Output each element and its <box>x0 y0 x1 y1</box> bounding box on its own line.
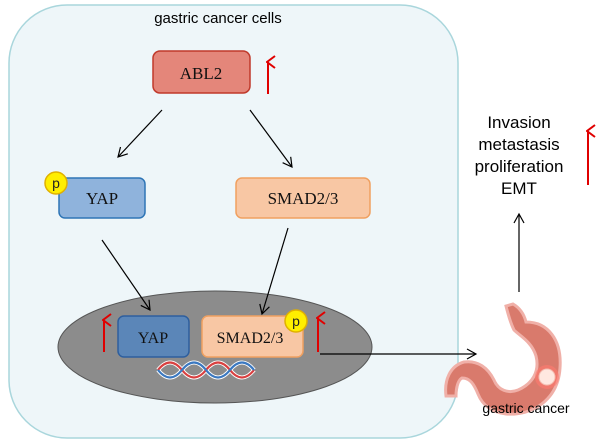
outcome-metastasis: metastasis <box>478 135 559 154</box>
phospho-badge-smad-icon: p <box>284 309 308 333</box>
arrow-abl2-to-smad <box>249 109 293 168</box>
svg-text:p: p <box>52 175 60 191</box>
smad-cytoplasm-label: SMAD2/3 <box>268 189 339 208</box>
yap-nucleus-node: YAP <box>117 315 190 358</box>
arrow-abl2-to-yap <box>117 109 163 158</box>
smad-nucleus-node: SMAD2/3 <box>201 315 304 358</box>
outcome-invasion: Invasion <box>487 113 550 132</box>
smad-cytoplasm-node: SMAD2/3 <box>235 177 371 219</box>
outcomes-list: Invasion metastasis proliferation EMT <box>475 113 564 198</box>
yap-cytoplasm-node: YAP <box>58 177 146 219</box>
smad-nucleus-label: SMAD2/3 <box>217 330 284 347</box>
svg-text:p: p <box>292 313 300 329</box>
arrow-yap-to-nucleus <box>101 239 151 312</box>
dna-helix-icon <box>156 360 256 380</box>
outcome-emt: EMT <box>501 179 537 198</box>
stomach-icon <box>444 302 562 416</box>
phospho-badge-yap-icon: p <box>44 171 68 195</box>
yap-cytoplasm-label: YAP <box>86 189 118 208</box>
arrow-smad-to-nucleus <box>259 227 289 316</box>
outcome-proliferation: proliferation <box>475 157 564 176</box>
cell-title: gastric cancer cells <box>154 10 282 27</box>
organ-label: gastric cancer <box>482 400 569 416</box>
yap-nucleus-label: YAP <box>138 330 168 347</box>
abl2-node: ABL2 <box>152 50 251 94</box>
abl2-label: ABL2 <box>180 64 223 83</box>
